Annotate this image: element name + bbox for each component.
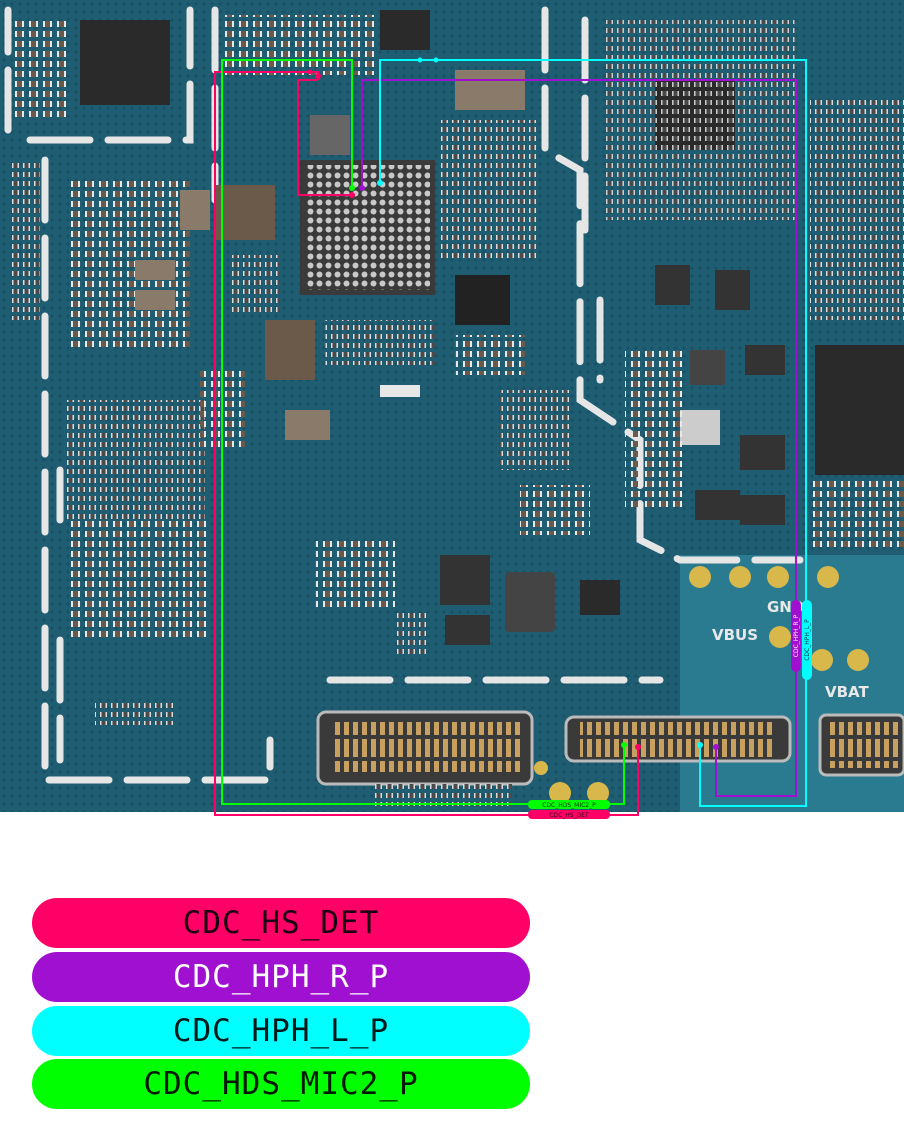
tag-hs-det	[528, 810, 610, 819]
legend-hph-r-label: CDC_HPH_R_P	[172, 959, 390, 995]
tag-hs-det-text: CDC_HS_DET	[549, 812, 589, 819]
legend-hs-det: CDC_HS_DET	[32, 898, 530, 948]
legend-mic2: CDC_HDS_MIC2_P	[32, 1059, 530, 1109]
gold-pads	[534, 566, 869, 804]
tag-hph-l-text: CDC_HPH_L_P	[804, 619, 811, 661]
silk-vbus: VBUS	[712, 626, 758, 644]
ic-right-edge	[815, 345, 904, 475]
tag-hph-r-text: CDC_HPH_R_P	[793, 614, 800, 657]
legend-mic2-label: CDC_HDS_MIC2_P	[143, 1066, 419, 1102]
trace-mic2	[221, 59, 625, 805]
ic-square-center	[505, 572, 555, 632]
silk-vbat: VBAT	[825, 683, 869, 701]
ic-top-left	[80, 20, 170, 105]
trace-hph-l	[379, 59, 807, 807]
pcb-board-diagram: GND VBUS VBAT CDC_HDS_MIC2_P CDC_HS_DET …	[0, 0, 904, 819]
trace-hph-r	[361, 79, 797, 797]
crystal	[455, 70, 525, 110]
tag-hph-l	[802, 600, 812, 680]
legend-hph-l: CDC_HPH_L_P	[32, 1006, 530, 1056]
tag-mic2-text: CDC_HDS_MIC2_P	[542, 802, 596, 809]
tag-mic2	[528, 800, 610, 809]
ic-small-center	[440, 555, 490, 605]
legend-hs-det-label: CDC_HS_DET	[182, 905, 380, 941]
shield-frames	[4, 6, 804, 784]
net-endpoints	[307, 57, 719, 750]
legend-hph-l-label: CDC_HPH_L_P	[172, 1013, 390, 1049]
legend-hph-r: CDC_HPH_R_P	[32, 952, 530, 1002]
tag-hph-r	[791, 600, 801, 672]
